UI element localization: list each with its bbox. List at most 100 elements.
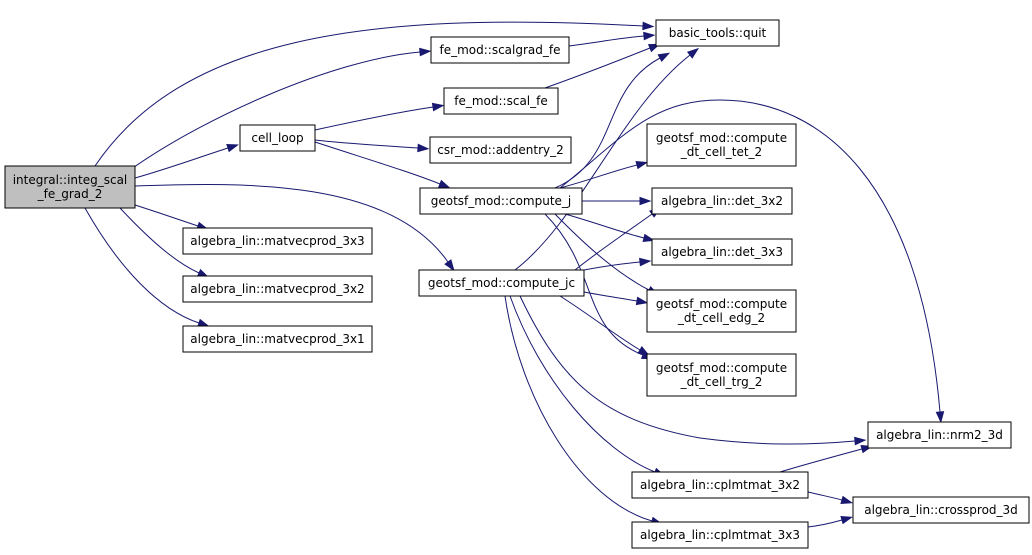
node-label: algebra_lin::nrm2_3d xyxy=(876,428,1003,442)
edge-compute_jc-to-trg2 xyxy=(559,295,650,356)
node-label: algebra_lin::det_3x3 xyxy=(661,245,783,259)
edge-compute_jc-to-edg2 xyxy=(583,291,649,306)
node-cell-loop[interactable]: cell_loop xyxy=(239,124,316,152)
edge-root-to-mv3x3 xyxy=(134,204,209,230)
node-edg2[interactable]: geotsf_mod::compute_dt_cell_edg_2 xyxy=(646,289,797,333)
node-mv3x2[interactable]: algebra_lin::matvecprod_3x2 xyxy=(182,275,373,303)
edge-compute_jc-to-det3x3 xyxy=(583,257,652,271)
node-box[interactable] xyxy=(418,269,585,297)
edge-arrowhead xyxy=(840,515,854,525)
edges-layer xyxy=(84,21,945,528)
edge-line xyxy=(509,295,656,473)
node-box[interactable] xyxy=(852,496,1030,524)
edge-line xyxy=(544,47,651,89)
edge-arrowhead xyxy=(637,346,650,356)
edge-line xyxy=(129,51,421,171)
edge-cell_loop-to-compute_j xyxy=(314,141,451,189)
node-nrm2[interactable]: algebra_lin::nrm2_3d xyxy=(867,421,1012,449)
edge-line xyxy=(514,54,691,271)
edge-line xyxy=(544,213,644,356)
edge-line xyxy=(504,295,653,522)
edge-compute_j-to-det3x2 xyxy=(582,196,652,206)
node-fe-scalgrad[interactable]: fe_mod::scalgrad_fe xyxy=(430,36,570,64)
node-label: geotsf_mod::compute_jc xyxy=(428,276,575,290)
edge-line xyxy=(84,207,200,324)
edge-root-to-compute_jc xyxy=(134,184,455,272)
node-tet2[interactable]: geotsf_mod::compute_dt_cell_tet_2 xyxy=(646,123,797,167)
node-box[interactable] xyxy=(646,353,797,397)
edge-line xyxy=(519,295,856,445)
node-box[interactable] xyxy=(646,289,797,333)
node-box[interactable] xyxy=(419,187,583,215)
node-box[interactable] xyxy=(631,471,809,499)
node-fe-scal[interactable]: fe_mod::scal_fe xyxy=(443,87,559,115)
node-label: _dt_cell_edg_2 xyxy=(677,311,765,325)
node-cross[interactable]: algebra_lin::crossprod_3d xyxy=(852,496,1030,524)
node-cpl3x2[interactable]: algebra_lin::cplmtmat_3x2 xyxy=(631,471,809,499)
edge-arrowhead xyxy=(226,144,239,153)
node-label: _dt_cell_tet_2 xyxy=(680,145,762,159)
node-label: algebra_lin::det_3x2 xyxy=(661,194,783,208)
edge-arrowhead xyxy=(643,31,656,41)
node-mv3x3[interactable]: algebra_lin::matvecprod_3x3 xyxy=(182,227,373,255)
edge-line xyxy=(554,213,650,291)
node-box[interactable] xyxy=(182,275,373,303)
edge-arrowhead xyxy=(444,259,455,272)
edge-root-to-cell_loop xyxy=(134,144,239,179)
node-box[interactable] xyxy=(646,123,797,167)
edge-arrowhead xyxy=(642,21,655,31)
edge-compute_j-to-tet2 xyxy=(559,160,649,189)
node-box[interactable] xyxy=(430,36,570,64)
edge-compute_j-to-quit xyxy=(554,52,671,189)
edge-line xyxy=(134,184,449,263)
node-box[interactable] xyxy=(631,521,809,549)
edge-arrowhead xyxy=(197,318,210,327)
node-mv3x1[interactable]: algebra_lin::matvecprod_3x1 xyxy=(182,325,373,353)
edge-arrowhead xyxy=(657,52,671,63)
edge-root-to-quit xyxy=(94,21,655,167)
edge-arrowhead xyxy=(639,257,652,267)
edge-compute_j-to-det3x3 xyxy=(564,213,656,243)
node-box[interactable] xyxy=(651,238,793,266)
node-root[interactable]: integral::integ_scal_fe_grad_2 xyxy=(4,165,136,209)
edge-arrowhead xyxy=(639,196,652,206)
node-box[interactable] xyxy=(655,19,780,47)
node-box[interactable] xyxy=(443,87,559,115)
edge-cpl3x2-to-nrm2 xyxy=(779,444,874,473)
node-cpl3x3[interactable]: algebra_lin::cplmtmat_3x3 xyxy=(631,521,809,549)
node-det3x2[interactable]: algebra_lin::det_3x2 xyxy=(651,187,793,215)
edge-line xyxy=(568,35,645,47)
edge-line xyxy=(559,295,641,351)
node-det3x3[interactable]: algebra_lin::det_3x3 xyxy=(651,238,793,266)
edge-arrowhead xyxy=(840,495,854,505)
node-box[interactable] xyxy=(867,421,1012,449)
node-label: algebra_lin::crossprod_3d xyxy=(864,503,1018,517)
node-box[interactable] xyxy=(182,325,373,353)
edge-fe_scalgrad-to-quit xyxy=(568,31,656,47)
node-box[interactable] xyxy=(4,165,136,209)
edge-line xyxy=(134,204,199,227)
node-compute-jc[interactable]: geotsf_mod::compute_jc xyxy=(418,269,585,297)
edge-arrowhead xyxy=(935,411,945,424)
edge-line xyxy=(134,147,229,179)
node-label: geotsf_mod::compute_j xyxy=(431,194,572,208)
node-box[interactable] xyxy=(239,124,316,152)
node-box[interactable] xyxy=(429,136,572,164)
node-trg2[interactable]: geotsf_mod::compute_dt_cell_trg_2 xyxy=(646,353,797,397)
node-addentry[interactable]: csr_mod::addentry_2 xyxy=(429,136,572,164)
edge-root-to-fe_scalgrad xyxy=(129,47,432,171)
edge-line xyxy=(314,141,441,185)
edge-line xyxy=(314,106,434,131)
node-box[interactable] xyxy=(651,187,793,215)
node-label: fe_mod::scalgrad_fe xyxy=(439,43,560,57)
edge-arrowhead xyxy=(642,233,656,243)
edge-compute_jc-to-nrm2 xyxy=(519,295,867,446)
node-compute-j[interactable]: geotsf_mod::compute_j xyxy=(419,187,583,215)
edge-line xyxy=(554,57,661,189)
node-label: _dt_cell_trg_2 xyxy=(680,375,763,389)
node-quit[interactable]: basic_tools::quit xyxy=(655,19,780,47)
node-box[interactable] xyxy=(182,227,373,255)
edge-line xyxy=(807,491,843,501)
node-label: algebra_lin::matvecprod_3x1 xyxy=(190,332,364,346)
node-label: basic_tools::quit xyxy=(669,26,767,40)
